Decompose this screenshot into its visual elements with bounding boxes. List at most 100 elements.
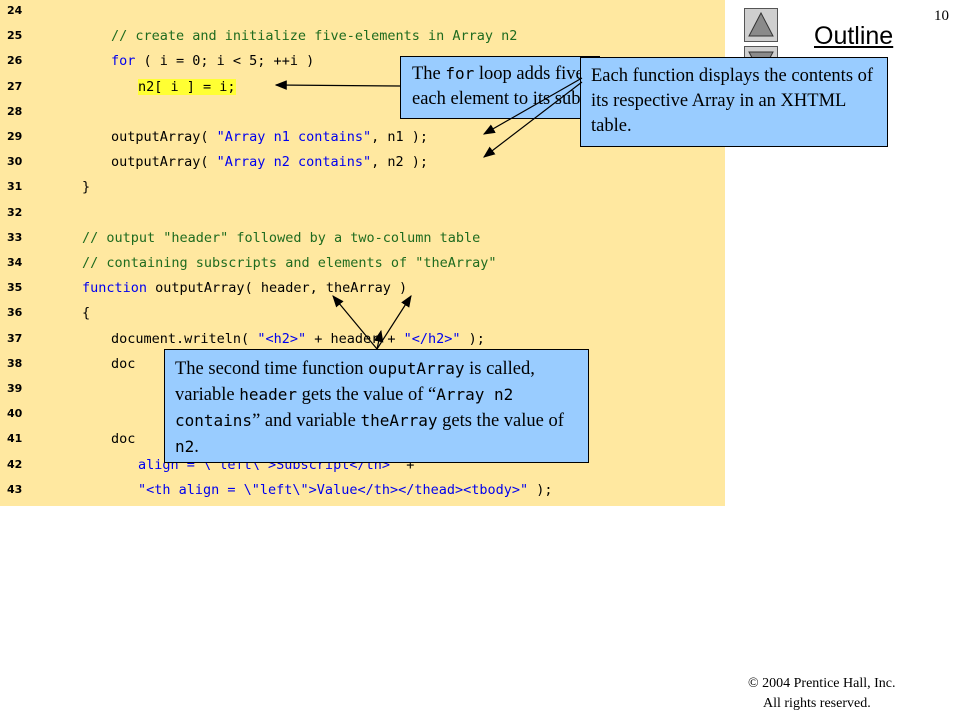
code-token: n2[ i ] = i; — [138, 78, 236, 95]
code-text: for ( i = 0; i < 5; ++i ) — [111, 53, 314, 69]
code-line: 25 // create and initialize five-elements… — [0, 25, 725, 50]
line-number: 43 — [7, 482, 23, 496]
code-token: outputArray( header, theArray ) — [147, 280, 408, 297]
line-number: 31 — [7, 180, 23, 194]
line-number: 29 — [7, 130, 23, 143]
code-token: ); — [528, 481, 553, 498]
code-token: + — [398, 456, 415, 473]
code-line: 36 { — [0, 302, 725, 327]
code-token: "<h2>" — [257, 330, 307, 347]
callout-second-text-5: gets the value of — [437, 411, 564, 431]
code-line: 27 n2[ i ] = i; — [0, 76, 725, 101]
code-text: // containing subscripts and elements of… — [82, 255, 497, 271]
callout-display-text: Each function displays the contents of i… — [591, 66, 874, 136]
code-text: doc — [111, 431, 135, 447]
callout-for-loop-code: for — [445, 64, 475, 83]
code-line: 39 — [0, 378, 725, 403]
triangle-up-icon — [748, 11, 774, 37]
callout-for-loop-text-1: The — [412, 64, 446, 84]
callout-second-code-2: header — [239, 385, 297, 404]
line-number: 27 — [7, 79, 23, 93]
code-text: document.writeln( "<h2>" + header + "</h… — [111, 331, 485, 347]
code-text: outputArray( "Array n2 contains", n2 ); — [111, 154, 428, 170]
code-token: outputArray( — [111, 154, 217, 171]
code-text: outputArray( "Array n1 contains", n1 ); — [111, 129, 428, 145]
callout-second-text-1: The second time function — [175, 359, 369, 379]
line-number: 35 — [7, 281, 23, 295]
line-number: 39 — [7, 382, 23, 395]
code-line: 43 "<th align = \"left\">Value</th></thea… — [0, 479, 725, 504]
code-line: 30 outputArray( "Array n2 contains", n2 )… — [0, 151, 725, 176]
callout-second-call: The second time function ouputArray is c… — [164, 349, 589, 463]
callout-second-code-4: theArray — [360, 411, 438, 430]
callout-second-text-2: is called, variable — [175, 359, 535, 405]
outline-title[interactable]: Outline — [814, 22, 894, 50]
callout-second-text-4: ” and variable — [252, 411, 361, 431]
code-token: "</h2>" — [403, 330, 461, 347]
code-token: "Array n2 contains" — [216, 154, 372, 171]
code-text: // output "header" followed by a two-col… — [82, 230, 480, 246]
code-line: 24 — [0, 0, 725, 25]
code-token: + header + — [306, 330, 404, 347]
code-text: } — [82, 179, 90, 195]
line-number: 38 — [7, 356, 23, 370]
code-token: "Array n1 contains" — [216, 129, 372, 145]
line-number: 42 — [7, 457, 23, 471]
callout-for-loop: The for loop adds five elements to Array… — [400, 56, 600, 119]
code-token: { — [82, 305, 91, 322]
code-line: 38 doc — [0, 353, 725, 378]
callout-second-text-6: . — [194, 437, 199, 457]
code-line: 34 // containing subscripts and elements … — [0, 252, 725, 277]
line-number: 24 — [7, 4, 23, 17]
code-line: 32 — [0, 202, 725, 227]
code-text: doc — [111, 356, 135, 372]
code-text: { — [82, 305, 90, 321]
code-token: doc — [111, 355, 136, 372]
line-number: 30 — [7, 155, 23, 169]
copyright-line-2: All rights reserved. — [763, 696, 871, 711]
code-text: function outputArray( header, theArray ) — [82, 280, 407, 296]
outline-up-button[interactable] — [744, 8, 778, 42]
callout-second-code-3: Array n2 contains — [175, 385, 514, 430]
line-number: 36 — [7, 306, 23, 320]
code-token: // output "header" followed by a two-col… — [82, 229, 481, 246]
code-token: "<th align = \"left\">Value</th></thead>… — [138, 481, 529, 498]
callout-second-code-5: n2 — [175, 437, 195, 456]
code-line: 35 function outputArray( header, theArray… — [0, 277, 725, 302]
code-token: ( i = 0; i < 5; ++i ) — [135, 53, 315, 70]
code-line: 28 — [0, 101, 725, 126]
code-text: // create and initialize five-elements i… — [111, 28, 517, 44]
code-text: n2[ i ] = i; — [138, 78, 236, 95]
code-token: doc — [111, 431, 136, 448]
line-number: 34 — [7, 256, 23, 269]
code-token: , n2 ); — [371, 154, 429, 171]
code-line: 31} — [0, 176, 725, 201]
copyright-notice: © 2004 Prentice Hall, Inc. All rights re… — [748, 674, 896, 714]
line-number: 40 — [7, 407, 23, 421]
code-token: function — [82, 280, 148, 297]
line-number: 25 — [7, 29, 23, 43]
code-token: document.writeln( — [111, 330, 258, 347]
code-line: 33 // output "header" followed by a two-c… — [0, 227, 725, 252]
line-number: 33 — [7, 230, 23, 244]
callout-second-code-1: ouputArray — [368, 359, 465, 378]
code-token: } — [82, 179, 91, 196]
line-number: 28 — [7, 104, 23, 118]
code-token: outputArray( — [111, 129, 217, 145]
code-text: "<th align = \"left\">Value</th></thead>… — [138, 482, 553, 498]
code-line: 26 for ( i = 0; i < 5; ++i ) — [0, 50, 725, 75]
code-token: ); — [460, 330, 485, 347]
callout-second-text-3: gets the value of “ — [297, 385, 437, 405]
code-token: for — [111, 53, 136, 70]
copyright-line-1: © 2004 Prentice Hall, Inc. — [748, 676, 896, 691]
code-line: 41 doc — [0, 428, 725, 453]
code-line: 40 — [0, 403, 725, 428]
code-token: , n1 ); — [371, 129, 429, 145]
line-number: 37 — [7, 331, 23, 345]
callout-display-function: Each function displays the contents of i… — [580, 57, 888, 147]
line-number: 41 — [7, 432, 23, 446]
code-token: // create and initialize five-elements i… — [111, 28, 518, 45]
code-token: // containing subscripts and elements of… — [82, 255, 497, 271]
line-number: 32 — [7, 205, 23, 219]
line-number: 26 — [7, 54, 23, 68]
